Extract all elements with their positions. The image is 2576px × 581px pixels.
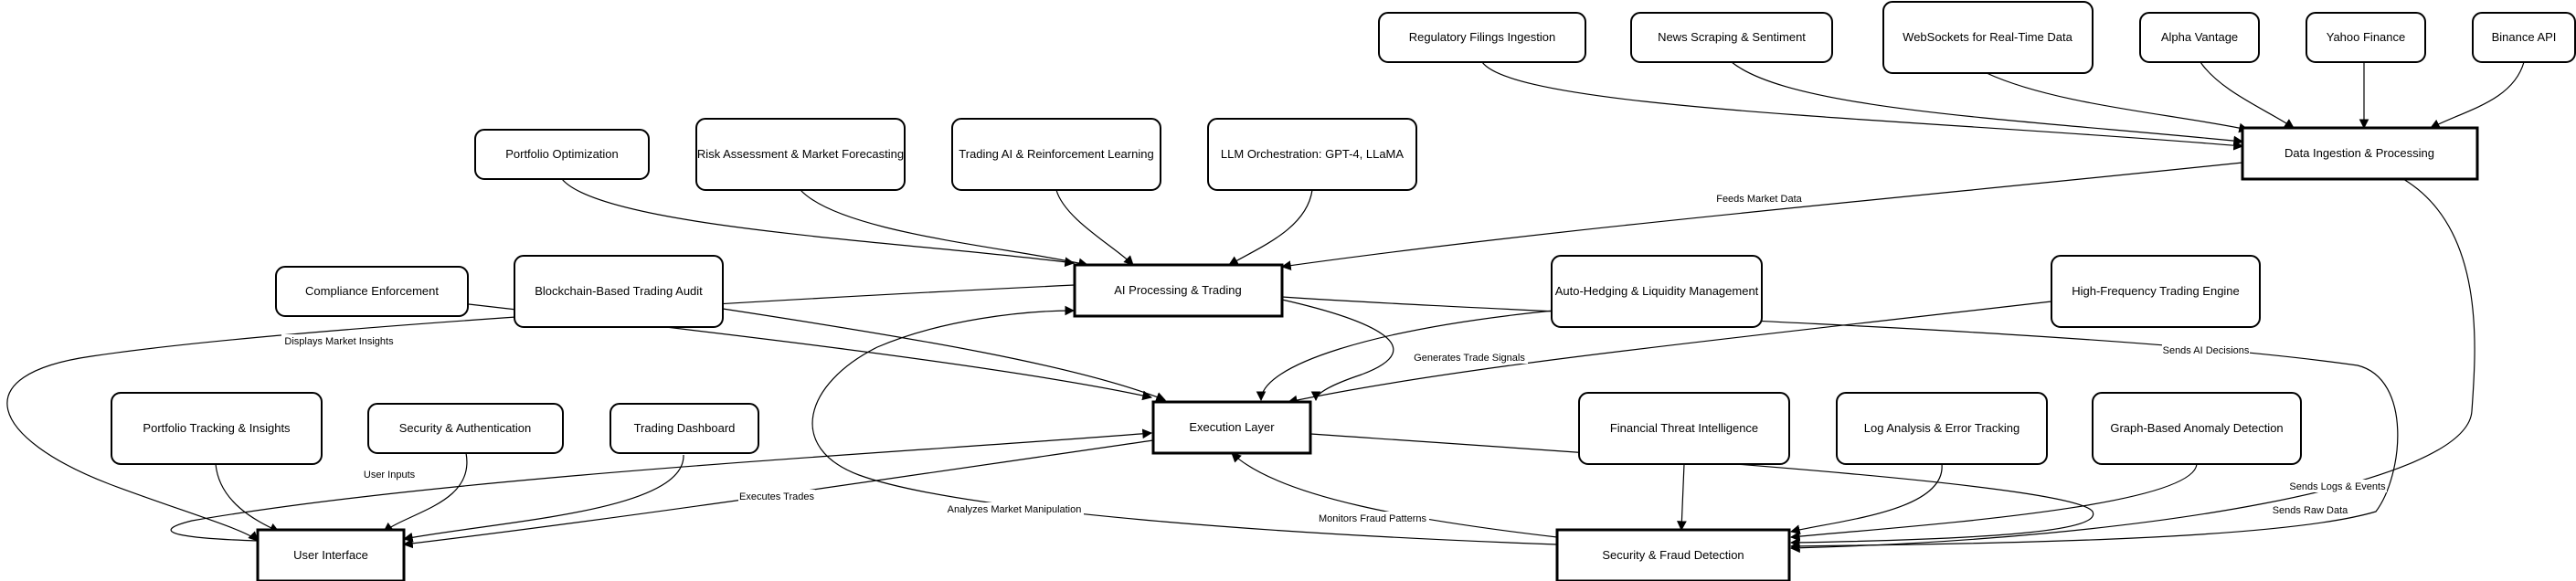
edge-portfolio-tracking-to-user-interface bbox=[215, 463, 280, 533]
node-alpha-vantage[interactable]: Alpha Vantage bbox=[2139, 12, 2260, 63]
node-news-scraping-sentiment[interactable]: News Scraping & Sentiment bbox=[1630, 12, 1833, 63]
edge-alpha-to-data-ingestion bbox=[2200, 61, 2295, 129]
edge-data-ingestion-to-security-fraud bbox=[1789, 178, 2475, 554]
node-yahoo-finance[interactable]: Yahoo Finance bbox=[2306, 12, 2426, 63]
node-label: Trading AI & Reinforcement Learning bbox=[959, 147, 1153, 161]
node-label: Binance API bbox=[2492, 30, 2557, 44]
node-label: Risk Assessment & Market Forecasting bbox=[697, 147, 904, 161]
node-regulatory-filings-ingestion[interactable]: Regulatory Filings Ingestion bbox=[1378, 12, 1586, 63]
edge-label-sends-raw-data: Sends Raw Data bbox=[2273, 505, 2348, 516]
node-graph-anomaly-detection[interactable]: Graph-Based Anomaly Detection bbox=[2092, 392, 2302, 465]
edge-label-sends-logs-events: Sends Logs & Events bbox=[2289, 481, 2386, 492]
edge-security-fraud-to-execution bbox=[1231, 452, 1558, 538]
edge-label-generates-trade-signals: Generates Trade Signals bbox=[1414, 353, 1525, 364]
node-trading-ai-reinforcement[interactable]: Trading AI & Reinforcement Learning bbox=[951, 118, 1161, 191]
edge-label-sends-ai-decisions: Sends AI Decisions bbox=[2163, 345, 2250, 356]
edge-ai-processing-to-execution bbox=[1281, 299, 1394, 402]
node-websockets-real-time-data[interactable]: WebSockets for Real-Time Data bbox=[1882, 1, 2094, 74]
node-blockchain-trading-audit[interactable]: Blockchain-Based Trading Audit bbox=[514, 255, 724, 328]
node-label: Portfolio Tracking & Insights bbox=[143, 421, 291, 435]
node-label: Data Ingestion & Processing bbox=[2284, 146, 2434, 160]
edge-trading-ai-to-ai-processing bbox=[1055, 189, 1134, 266]
edge-security-fraud-to-ai-processing bbox=[811, 305, 1558, 545]
node-binance-api[interactable]: Binance API bbox=[2472, 12, 2576, 63]
node-label: WebSockets for Real-Time Data bbox=[1903, 30, 2072, 44]
edge-labels: Feeds Market Data Displays Market Insigh… bbox=[281, 192, 2387, 524]
edge-blockchain-to-execution bbox=[722, 308, 1167, 402]
edge-label-displays-market-insights: Displays Market Insights bbox=[284, 336, 394, 347]
edge-portfolio-opt-to-ai-processing bbox=[561, 178, 1076, 268]
edge-label-monitors-fraud-patterns: Monitors Fraud Patterns bbox=[1319, 513, 1426, 524]
node-label: Graph-Based Anomaly Detection bbox=[2110, 421, 2283, 435]
node-portfolio-tracking-insights[interactable]: Portfolio Tracking & Insights bbox=[111, 392, 323, 465]
edge-trading-dashboard-to-user-interface bbox=[402, 454, 684, 543]
node-label: AI Processing & Trading bbox=[1114, 283, 1241, 297]
node-label: Alpha Vantage bbox=[2161, 30, 2238, 44]
node-label: Regulatory Filings Ingestion bbox=[1409, 30, 1555, 44]
node-financial-threat-intelligence[interactable]: Financial Threat Intelligence bbox=[1578, 392, 1790, 465]
edge-data-ingestion-to-ai-processing bbox=[1280, 162, 2243, 270]
edge-label-user-inputs: User Inputs bbox=[364, 470, 416, 481]
node-label: Compliance Enforcement bbox=[305, 284, 439, 298]
node-label: News Scraping & Sentiment bbox=[1658, 30, 1806, 44]
edge-label-analyzes-market-manipulation: Analyzes Market Manipulation bbox=[948, 504, 1082, 515]
node-security-fraud-detection[interactable]: Security & Fraud Detection bbox=[1555, 528, 1791, 581]
node-llm-orchestration[interactable]: LLM Orchestration: GPT-4, LLaMA bbox=[1207, 118, 1417, 191]
node-user-interface[interactable]: User Interface bbox=[256, 528, 406, 581]
node-risk-assessment-forecasting[interactable]: Risk Assessment & Market Forecasting bbox=[695, 118, 906, 191]
edge-label-executes-trades: Executes Trades bbox=[739, 491, 814, 502]
node-label: Auto-Hedging & Liquidity Management bbox=[1555, 284, 1759, 298]
node-label: Security & Fraud Detection bbox=[1602, 548, 1744, 562]
edge-risk-to-ai-processing bbox=[800, 189, 1089, 269]
node-label: Financial Threat Intelligence bbox=[1610, 421, 1758, 435]
edge-security-auth-to-user-interface bbox=[383, 452, 468, 533]
node-security-authentication[interactable]: Security & Authentication bbox=[367, 403, 564, 454]
node-label: User Interface bbox=[293, 548, 368, 562]
edge-threat-intel-to-security-fraud bbox=[1677, 463, 1687, 532]
node-label: Portfolio Optimization bbox=[505, 147, 619, 161]
node-label: Yahoo Finance bbox=[2327, 30, 2406, 44]
node-label: LLM Orchestration: GPT-4, LLaMA bbox=[1221, 147, 1404, 161]
node-auto-hedging-liquidity[interactable]: Auto-Hedging & Liquidity Management bbox=[1551, 255, 1763, 328]
node-label: Security & Authentication bbox=[399, 421, 532, 435]
node-label: Execution Layer bbox=[1189, 420, 1275, 434]
edge-user-interface-to-execution bbox=[170, 428, 1153, 542]
edge-graph-anomaly-to-security-fraud bbox=[1789, 463, 2198, 542]
node-label: Trading Dashboard bbox=[634, 421, 736, 435]
edge-news-to-data-ingestion bbox=[1731, 61, 2244, 146]
node-execution-layer[interactable]: Execution Layer bbox=[1151, 400, 1312, 455]
node-label: Blockchain-Based Trading Audit bbox=[535, 284, 703, 298]
edges bbox=[6, 61, 2525, 554]
nodes: Regulatory Filings Ingestion News Scrapi… bbox=[111, 1, 2576, 581]
node-ai-processing-trading[interactable]: AI Processing & Trading bbox=[1073, 263, 1284, 318]
node-trading-dashboard[interactable]: Trading Dashboard bbox=[610, 403, 759, 454]
node-data-ingestion-processing[interactable]: Data Ingestion & Processing bbox=[2241, 126, 2479, 181]
edge-auto-hedging-to-execution bbox=[1256, 310, 1554, 402]
edge-label-feeds-market-data: Feeds Market Data bbox=[1716, 194, 1802, 205]
node-log-analysis-error-tracking[interactable]: Log Analysis & Error Tracking bbox=[1836, 392, 2048, 465]
edge-binance-to-data-ingestion bbox=[2430, 61, 2525, 129]
node-label: Log Analysis & Error Tracking bbox=[1864, 421, 2020, 435]
edge-websockets-to-data-ingestion bbox=[1986, 72, 2250, 133]
edge-log-analysis-to-security-fraud bbox=[1789, 463, 1943, 534]
node-compliance-enforcement[interactable]: Compliance Enforcement bbox=[275, 266, 469, 317]
edge-regulatory-to-data-ingestion bbox=[1481, 61, 2244, 151]
node-high-frequency-trading-engine[interactable]: High-Frequency Trading Engine bbox=[2051, 255, 2261, 328]
edge-llm-to-ai-processing bbox=[1228, 189, 1313, 266]
node-label: High-Frequency Trading Engine bbox=[2072, 284, 2240, 298]
node-portfolio-optimization[interactable]: Portfolio Optimization bbox=[474, 129, 650, 180]
edge-hft-to-execution bbox=[1287, 301, 2052, 406]
